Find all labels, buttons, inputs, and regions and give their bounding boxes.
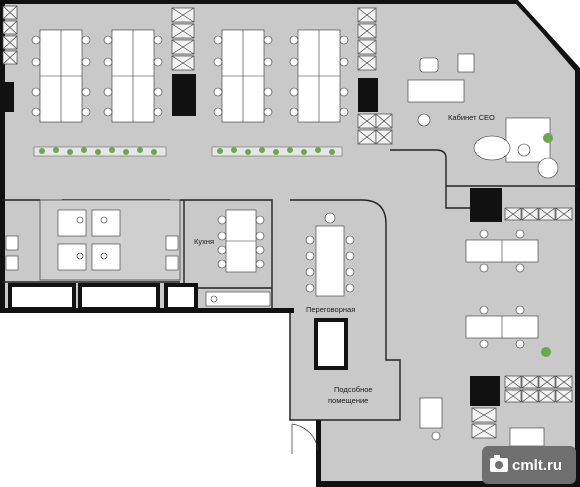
camera-icon (490, 455, 508, 472)
workstation-clusters-top (31, 29, 349, 123)
entrance-door (291, 423, 319, 454)
storage-blocks (8, 283, 198, 311)
workstation-clusters-right (419, 229, 545, 447)
interior-walls (2, 149, 578, 421)
room-label-utility-line1: Подсобное (334, 385, 373, 394)
room-label-utility-line2: помещение (328, 396, 368, 405)
kitchen-furniture (205, 209, 271, 307)
desk-cluster (465, 229, 539, 273)
desk-cluster (213, 29, 273, 123)
watermark: cmlt.ru (482, 446, 576, 484)
desk-cluster (465, 305, 539, 349)
desk-cluster (31, 29, 91, 123)
room-label-ceo: Кабинет CEO (448, 113, 495, 122)
room-label-kitchen: Кухня (194, 237, 214, 246)
restroom-block (5, 199, 181, 281)
storage-shelves (2, 5, 573, 439)
planter-rows (33, 146, 343, 157)
room-label-meeting: Переговорная (306, 305, 355, 314)
meeting-room-furniture (305, 212, 355, 297)
watermark-text: cmlt.ru (512, 457, 562, 474)
plant-icon (541, 133, 553, 357)
ceo-office-furniture (407, 53, 559, 179)
desk-cluster (289, 29, 349, 123)
desk-cluster (103, 29, 163, 123)
utility-room (314, 318, 348, 370)
